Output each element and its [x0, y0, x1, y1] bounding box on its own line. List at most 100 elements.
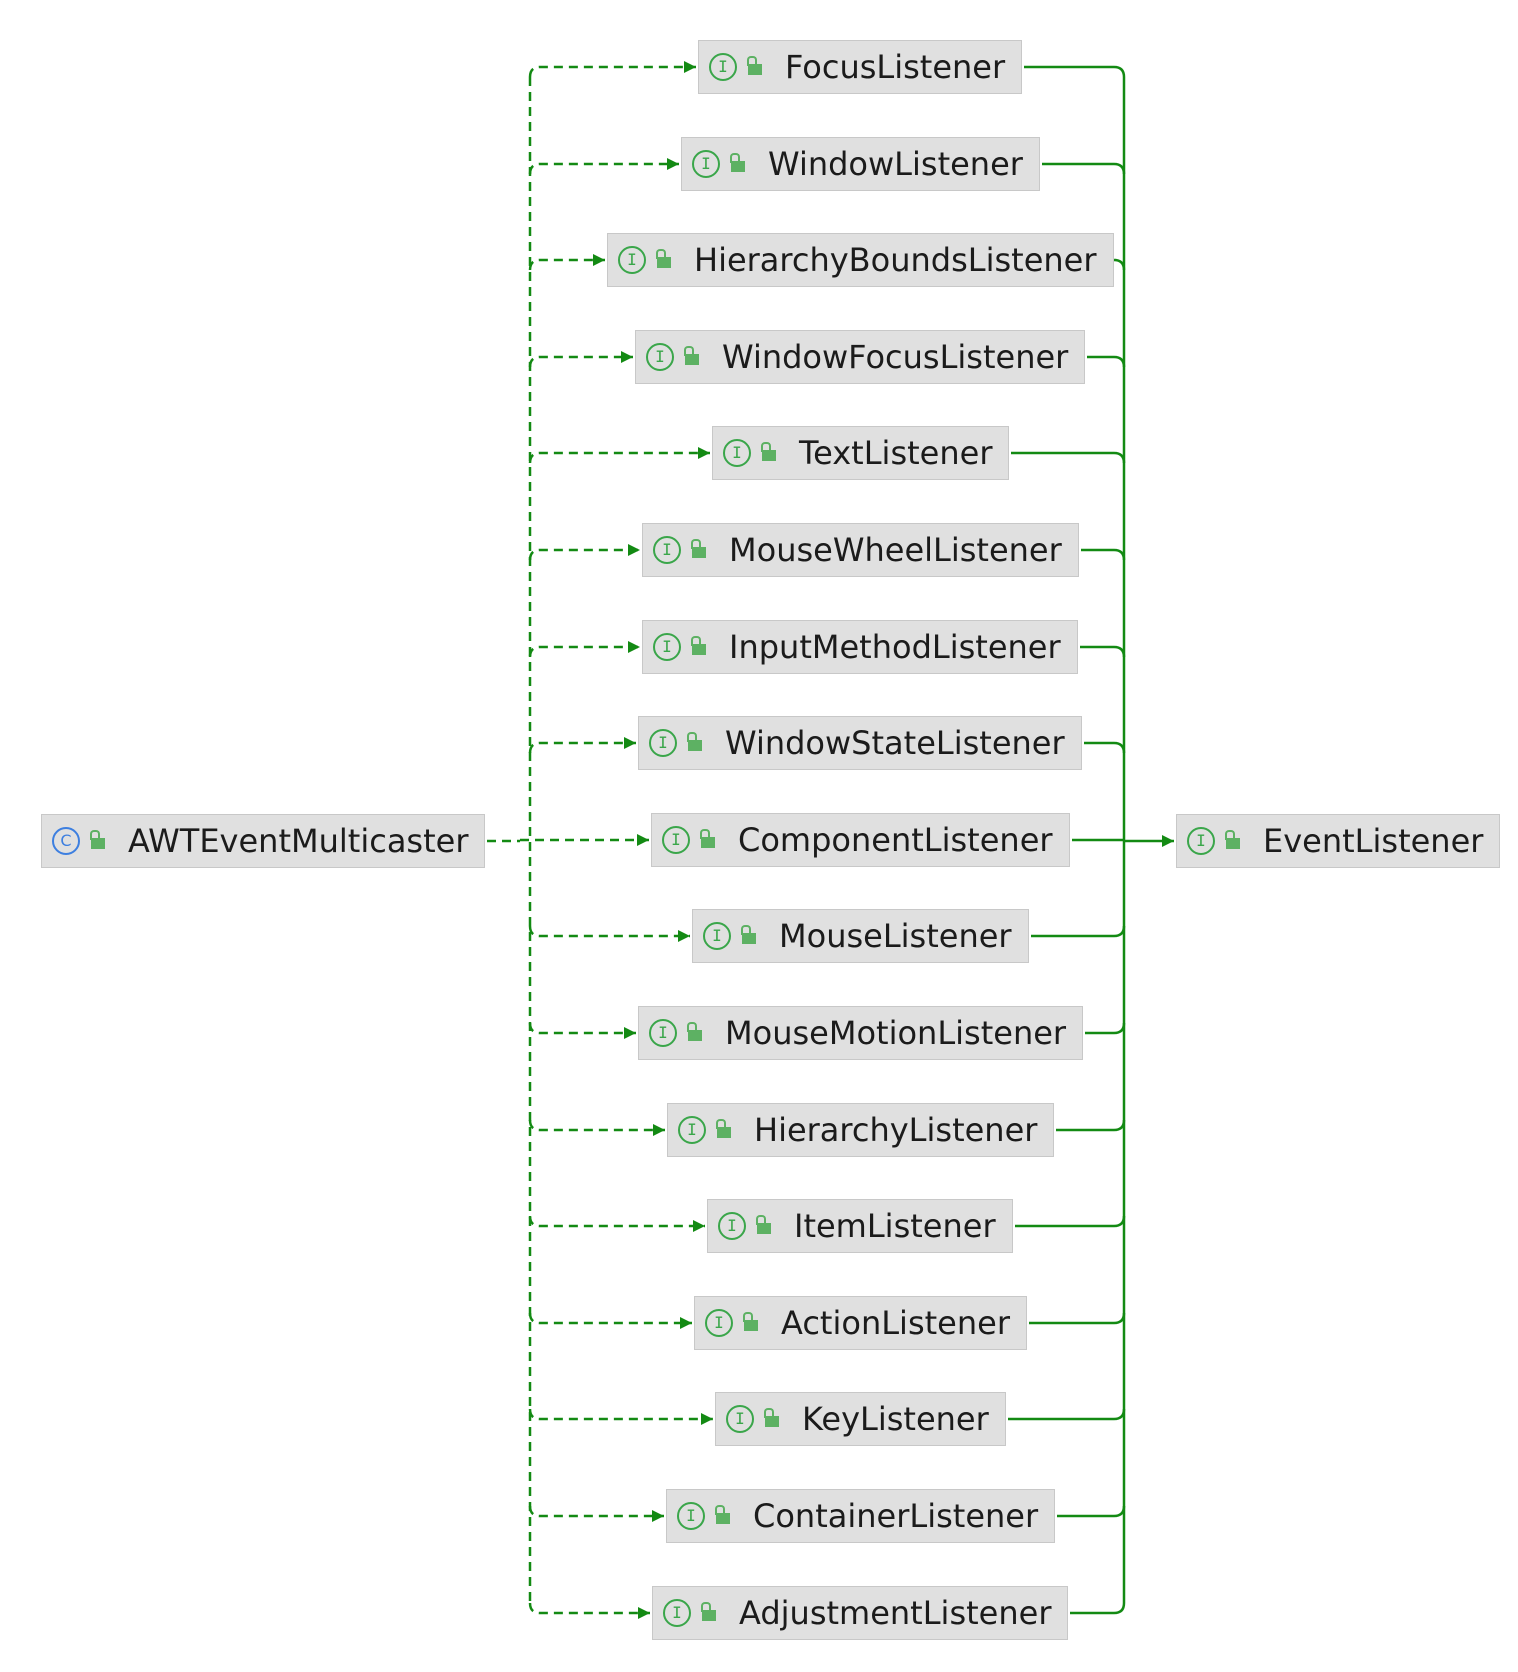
- interface-icon: I: [723, 439, 751, 467]
- node-label: KeyListener: [802, 1400, 989, 1438]
- extends-edge: [1113, 258, 1126, 271]
- node-label: WindowStateListener: [725, 724, 1065, 762]
- interface-icon: I: [618, 246, 646, 274]
- interface-icon: I: [663, 1599, 691, 1627]
- interface-icon: I: [1187, 827, 1215, 855]
- node-hierarchylistener[interactable]: I HierarchyListener: [667, 1103, 1055, 1157]
- interface-icon: I: [692, 150, 720, 178]
- implements-edge: [528, 61, 696, 78]
- node-label: ItemListener: [794, 1207, 996, 1245]
- implements-edge: [528, 1215, 705, 1232]
- lock-icon: [728, 150, 748, 178]
- node-eventlistener[interactable]: I EventListener: [1176, 814, 1501, 868]
- implements-edge: [528, 737, 636, 754]
- lock-icon: [685, 1019, 705, 1047]
- interface-icon: I: [677, 1502, 705, 1530]
- implements-edge: [528, 1505, 664, 1522]
- node-label: MouseWheelListener: [729, 531, 1062, 569]
- extends-edge: [1042, 162, 1126, 175]
- implements-edge: [528, 1312, 692, 1329]
- interface-icon: I: [653, 633, 681, 661]
- node-mousewheellistener[interactable]: I MouseWheelListener: [642, 523, 1079, 577]
- node-label: MouseListener: [779, 917, 1012, 955]
- node-actionlistener[interactable]: I ActionListener: [694, 1296, 1027, 1350]
- extends-edge: [1084, 741, 1126, 754]
- interface-icon: I: [705, 1309, 733, 1337]
- node-textlistener[interactable]: I TextListener: [712, 426, 1010, 480]
- node-label: ContainerListener: [753, 1497, 1039, 1535]
- extends-edge: [1081, 548, 1126, 561]
- interface-icon: I: [709, 53, 737, 81]
- lock-icon: [741, 1309, 761, 1337]
- interface-icon: I: [662, 826, 690, 854]
- implements-edge: [528, 447, 710, 464]
- lock-icon: [759, 439, 779, 467]
- lock-icon: [685, 729, 705, 757]
- lock-icon: [699, 1599, 719, 1627]
- interface-icon: I: [718, 1212, 746, 1240]
- extends-edge: [1011, 451, 1126, 464]
- extends-edge: [1080, 645, 1126, 658]
- interface-icon: I: [653, 536, 681, 564]
- node-awteventmulticaster[interactable]: C AWTEventMulticaster: [41, 814, 486, 868]
- implements-edge: [528, 1602, 650, 1619]
- extends-edge: [1057, 1505, 1126, 1518]
- node-windowfocuslistener[interactable]: I WindowFocusListener: [635, 330, 1086, 384]
- node-label: ComponentListener: [738, 821, 1053, 859]
- lock-icon: [88, 827, 108, 855]
- node-label: HierarchyListener: [754, 1111, 1038, 1149]
- node-focuslistener[interactable]: I FocusListener: [698, 40, 1023, 94]
- node-containerlistener[interactable]: I ContainerListener: [666, 1489, 1056, 1543]
- node-label: ActionListener: [781, 1304, 1010, 1342]
- node-windowlistener[interactable]: I WindowListener: [681, 137, 1040, 191]
- node-label: WindowFocusListener: [722, 338, 1069, 376]
- extends-edge: [1008, 1408, 1126, 1421]
- lock-icon: [754, 1212, 774, 1240]
- class-icon: C: [52, 827, 80, 855]
- extends-edge: [1031, 925, 1126, 938]
- extends-edge: [1085, 1022, 1126, 1035]
- extends-edge: [1015, 1215, 1126, 1228]
- lock-icon: [689, 633, 709, 661]
- lock-icon: [714, 1116, 734, 1144]
- node-label: TextListener: [799, 434, 993, 472]
- node-mousemotionlistener[interactable]: I MouseMotionListener: [638, 1006, 1084, 1060]
- node-itemlistener[interactable]: I ItemListener: [707, 1199, 1013, 1253]
- lock-icon: [713, 1502, 733, 1530]
- implements-edge: [528, 254, 605, 271]
- node-label: MouseMotionListener: [725, 1014, 1067, 1052]
- interface-icon: I: [649, 729, 677, 757]
- lock-icon: [682, 343, 702, 371]
- interface-icon: I: [678, 1116, 706, 1144]
- node-hierarchyboundslistener[interactable]: I HierarchyBoundsListener: [607, 233, 1114, 287]
- implements-edge: [528, 1119, 665, 1136]
- implements-edge: [528, 1408, 713, 1425]
- interface-icon: I: [646, 343, 674, 371]
- lock-icon: [689, 536, 709, 564]
- implements-edge: [528, 544, 640, 561]
- interface-icon: I: [649, 1019, 677, 1047]
- node-label: FocusListener: [785, 48, 1006, 86]
- node-label: HierarchyBoundsListener: [694, 241, 1097, 279]
- node-label: WindowListener: [768, 145, 1023, 183]
- lock-icon: [1223, 827, 1243, 855]
- lock-icon: [745, 53, 765, 81]
- implements-edge: [528, 641, 640, 658]
- lock-icon: [698, 826, 718, 854]
- implements-edge: [528, 158, 679, 175]
- extends-edge: [1056, 1119, 1126, 1132]
- node-windowstatelistener[interactable]: I WindowStateListener: [638, 716, 1082, 770]
- node-componentlistener[interactable]: I ComponentListener: [651, 813, 1070, 867]
- node-label: AWTEventMulticaster: [128, 822, 469, 860]
- lock-icon: [654, 246, 674, 274]
- lock-icon: [739, 922, 759, 950]
- implements-edge: [528, 1022, 636, 1039]
- implements-edge: [528, 351, 633, 368]
- implements-edge: [528, 925, 690, 942]
